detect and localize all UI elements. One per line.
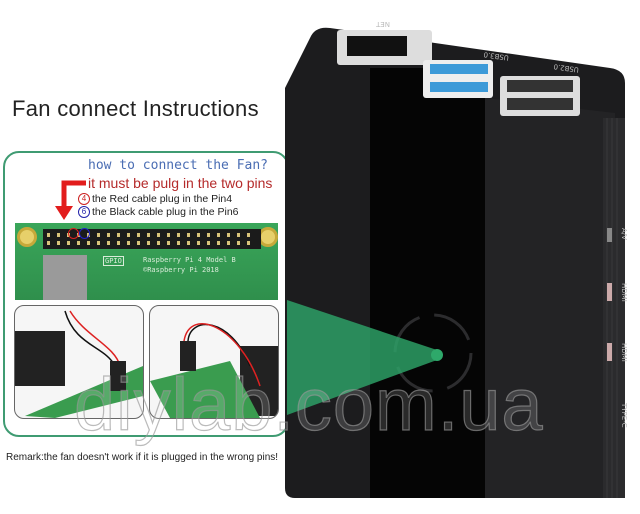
power-label: TYPE-C — [620, 402, 628, 428]
usb3-label: USB3.0 — [483, 50, 509, 61]
fan-photo-left — [14, 305, 144, 419]
hdmi1-label: HDMI — [620, 283, 628, 302]
raspberry-pi-board: GPIO Raspberry Pi 4 Model B ©Raspberry P… — [15, 223, 278, 300]
usb-port — [43, 255, 87, 300]
page-title: Fan connect Instructions — [12, 96, 259, 121]
gpio-label: GPIO — [103, 256, 124, 266]
mount-hole — [17, 227, 37, 247]
instruction-heading: how to connect the Fan? — [88, 158, 269, 173]
board-model-label: Raspberry Pi 4 Model B — [143, 256, 236, 264]
pin4-marker — [68, 228, 79, 239]
net-label: NET — [375, 20, 390, 28]
usb2-label: USB2.0 — [553, 62, 579, 73]
remark-text: Remark:the fan doesn't work if it is plu… — [6, 452, 279, 463]
pin6-badge: 6 — [78, 206, 90, 219]
red-pin-text: the Red cable plug in the Pin4 — [92, 193, 233, 205]
fan-photo-right — [149, 305, 279, 419]
pin6-marker — [79, 228, 90, 239]
watermark: diylab.com.ua — [73, 362, 544, 446]
glossy-panel — [370, 68, 485, 498]
instruction-warning: it must be pulg in the two pins — [88, 175, 273, 191]
av-label: A/V — [620, 228, 628, 240]
gpio-header — [43, 229, 261, 249]
pin4-badge: 4 — [78, 193, 90, 206]
black-pin-text: the Black cable plug in the Pin6 — [92, 206, 239, 218]
hdmi2-label: HDMI — [620, 343, 628, 362]
red-arrow-icon — [55, 180, 86, 220]
fan-vent — [393, 313, 473, 393]
board-copyright-label: ©Raspberry Pi 2018 — [143, 266, 219, 274]
